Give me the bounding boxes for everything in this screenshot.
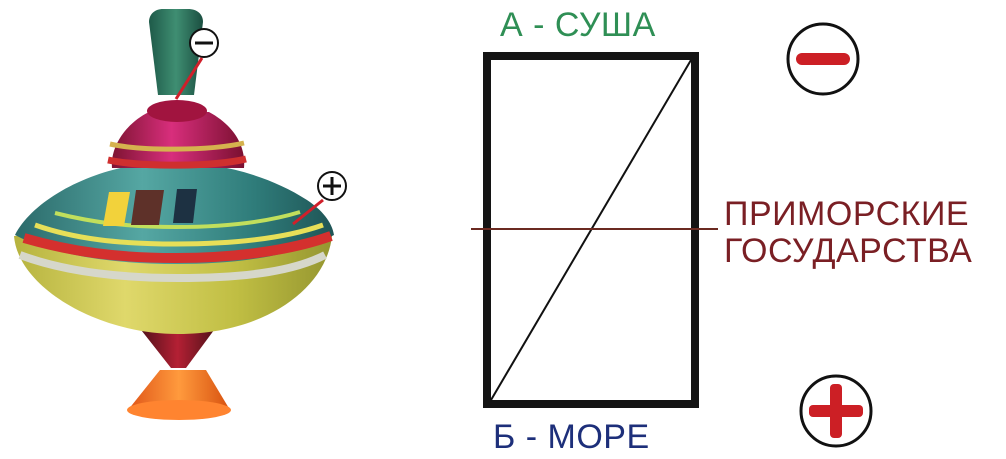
coastal-states-label-line2: ГОСУДАРСТВА [724, 232, 973, 271]
sea-label: Б - МОРЕ [493, 418, 650, 456]
spinning-top-image [14, 9, 347, 420]
coastal-states-label: ПРИМОРСКИЕ ГОСУДАРСТВА [724, 195, 973, 271]
minus-circle-icon [786, 22, 860, 96]
coastal-states-label-line1: ПРИМОРСКИЕ [724, 195, 970, 233]
plus-circle-icon [799, 374, 873, 448]
land-label: А - СУША [500, 6, 656, 44]
